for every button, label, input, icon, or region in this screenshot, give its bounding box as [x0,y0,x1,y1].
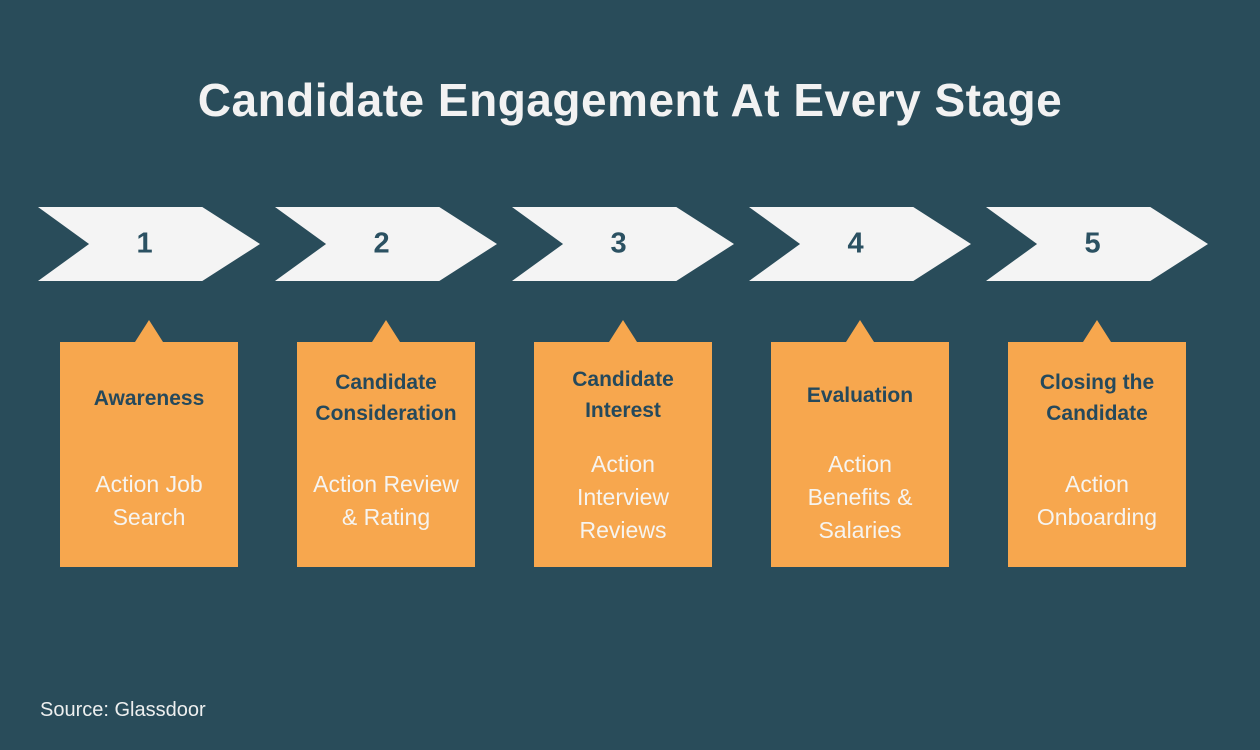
card-box: Candidate Consideration Action Review & … [297,342,475,567]
stage-arrow-1: 1 [38,207,260,281]
card-action: Action Interview Reviews [576,451,670,543]
stage-card-evaluation: Evaluation Action Benefits & Salaries [771,320,949,567]
card-box: Evaluation Action Benefits & Salaries [771,342,949,567]
stage-number: 5 [1084,227,1101,260]
card-pointer-icon [846,320,874,342]
card-action: Action Onboarding [1036,470,1158,530]
card-title: Awareness [93,386,205,410]
stage-arrow-2: 2 [275,207,497,281]
card-action: Action Job Search [95,470,203,530]
card-pointer-icon [372,320,400,342]
source-note: Source: Glassdoor [40,699,206,721]
card-box: Awareness Action Job Search [60,342,238,567]
card-pointer-icon [609,320,637,342]
stage-arrows-row: 1 2 3 4 5 [38,207,1208,281]
card-pointer-icon [1083,320,1111,342]
card-pointer-icon [135,320,163,342]
stage-arrow-3: 3 [512,207,734,281]
stage-card-closing: Closing the Candidate Action Onboarding [1008,320,1186,567]
stage-number: 3 [610,227,627,260]
stage-number: 4 [847,227,864,260]
stage-arrow-5: 5 [986,207,1208,281]
card-title: Candidate Consideration [315,371,457,425]
page-title: Candidate Engagement At Every Stage [197,74,1063,126]
card-title: Candidate Interest [572,368,674,422]
card-title: Evaluation [806,383,914,407]
stage-arrow-4: 4 [749,207,971,281]
card-box: Candidate Interest Action Interview Revi… [534,342,712,567]
card-title: Closing the Candidate [1039,371,1155,425]
stage-card-interest: Candidate Interest Action Interview Revi… [534,320,712,567]
stage-number: 1 [136,227,153,260]
card-action: Action Review & Rating [313,470,459,530]
card-box: Closing the Candidate Action Onboarding [1008,342,1186,567]
stage-number: 2 [373,227,390,260]
stage-card-consideration: Candidate Consideration Action Review & … [297,320,475,567]
card-action: Action Benefits & Salaries [807,451,913,543]
stage-card-awareness: Awareness Action Job Search [60,320,238,567]
stage-cards-row: Awareness Action Job Search Candidate Co… [60,320,1186,567]
